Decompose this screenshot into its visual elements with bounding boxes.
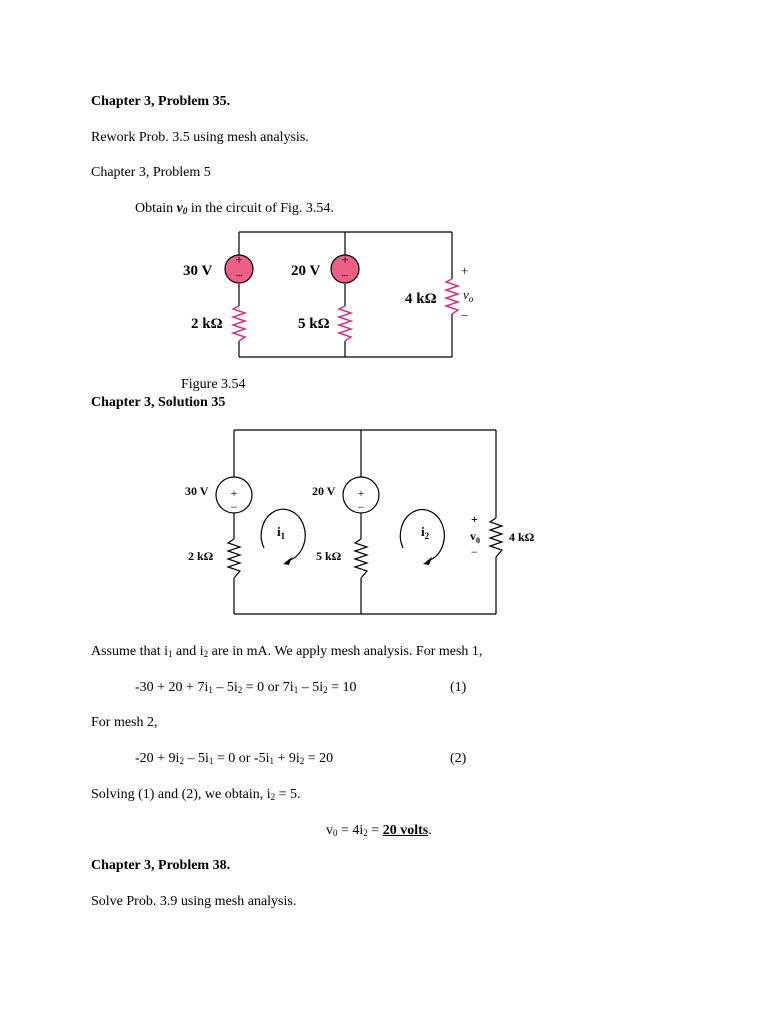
- fig1-resistor-4k-icon: [443, 278, 461, 315]
- fig1-src1-minus: −: [235, 268, 242, 283]
- answer-20-volts: 20 volts: [382, 823, 429, 838]
- fig2-src1-plus: +: [231, 486, 238, 500]
- fig1-wires: [238, 231, 453, 358]
- mesh1-arrow-icon: [260, 508, 306, 561]
- equation-1-number: (1): [450, 680, 467, 695]
- assume-paragraph: Assume that i1 and i2 are in mA. We appl…: [91, 644, 483, 659]
- fig1-source-30v-icon: [224, 254, 254, 284]
- fig2-vo-minus: −: [471, 545, 478, 559]
- fig2-wires: [233, 429, 497, 615]
- fig2-vo-label: v0: [470, 529, 480, 545]
- fig2-source-20v-icon: [342, 476, 380, 514]
- final-result: v0 = 4i2 = 20 volts.: [326, 823, 432, 838]
- fig2-src1-minus: −: [231, 500, 238, 514]
- fig2-resistor-2k-icon: [226, 538, 242, 579]
- solution-35-heading: Chapter 3, Solution 35: [91, 395, 226, 410]
- fig1-src2-minus: −: [341, 268, 348, 283]
- equation-2: -20 + 9i2 – 5i1 = 0 or -5i1 + 9i2 = 20: [135, 751, 334, 766]
- mesh2-arrowhead-icon: [423, 557, 432, 565]
- fig2-r3-label: 4 kΩ: [509, 530, 535, 544]
- fig2-r2-label: 5 kΩ: [316, 549, 342, 563]
- fig2-src2-label: 20 V: [312, 484, 336, 498]
- obtain-var-sub: 0: [182, 206, 188, 216]
- figure-caption: Figure 3.54: [181, 377, 246, 392]
- fig2-resistor-4k-icon: [488, 517, 504, 558]
- fig1-vo-plus: +: [461, 263, 468, 278]
- fig1-source-20v-icon: [330, 254, 360, 284]
- fig1-src1-label: 30 V: [183, 263, 212, 279]
- mesh1-arrowhead-icon: [283, 557, 292, 565]
- fig1-vo-label: vo: [463, 287, 474, 304]
- fig1-r1-label: 2 kΩ: [191, 316, 223, 332]
- fig2-vo-plus: +: [471, 512, 478, 526]
- mesh1-label: i1: [277, 524, 286, 541]
- obtain-var: v: [176, 201, 183, 216]
- equation-2-number: (2): [450, 751, 467, 766]
- fig1-vo-minus: −: [461, 308, 468, 323]
- solve-instruction: Solve Prob. 3.9 using mesh analysis.: [91, 894, 297, 909]
- fig1-resistor-5k-icon: [336, 305, 354, 342]
- problem-35-heading: Chapter 3, Problem 35.: [91, 94, 231, 109]
- fig2-src2-plus: +: [358, 486, 365, 500]
- solving-statement: Solving (1) and (2), we obtain, i2 = 5.: [91, 787, 301, 802]
- rework-instruction: Rework Prob. 3.5 using mesh analysis.: [91, 130, 309, 145]
- fig2-src2-minus: −: [358, 500, 365, 514]
- fig1-r3-label: 4 kΩ: [405, 291, 437, 307]
- mesh2-arrow-icon: [399, 509, 445, 561]
- obtain-statement: Obtain v0 in the circuit of Fig. 3.54.: [135, 201, 334, 217]
- fig1-src1-plus: +: [235, 252, 242, 267]
- fig1-src2-plus: +: [341, 252, 348, 267]
- fig1-src2-label: 20 V: [291, 263, 320, 279]
- obtain-post: in the circuit of Fig. 3.54.: [187, 201, 334, 216]
- fig2-src1-label: 30 V: [185, 484, 209, 498]
- for-mesh-2: For mesh 2,: [91, 715, 158, 730]
- fig2-r1-label: 2 kΩ: [188, 549, 214, 563]
- mesh2-label: i2: [421, 524, 430, 541]
- obtain-pre: Obtain: [135, 201, 177, 216]
- fig1-r2-label: 5 kΩ: [298, 316, 330, 332]
- problem-38-heading: Chapter 3, Problem 38.: [91, 858, 231, 873]
- fig2-resistor-5k-icon: [353, 538, 369, 579]
- problem-5-reference: Chapter 3, Problem 5: [91, 165, 211, 180]
- equation-1: -30 + 20 + 7i1 – 5i2 = 0 or 7i1 – 5i2 = …: [135, 680, 357, 695]
- fig2-source-30v-icon: [215, 476, 253, 514]
- fig1-resistor-2k-icon: [230, 305, 248, 342]
